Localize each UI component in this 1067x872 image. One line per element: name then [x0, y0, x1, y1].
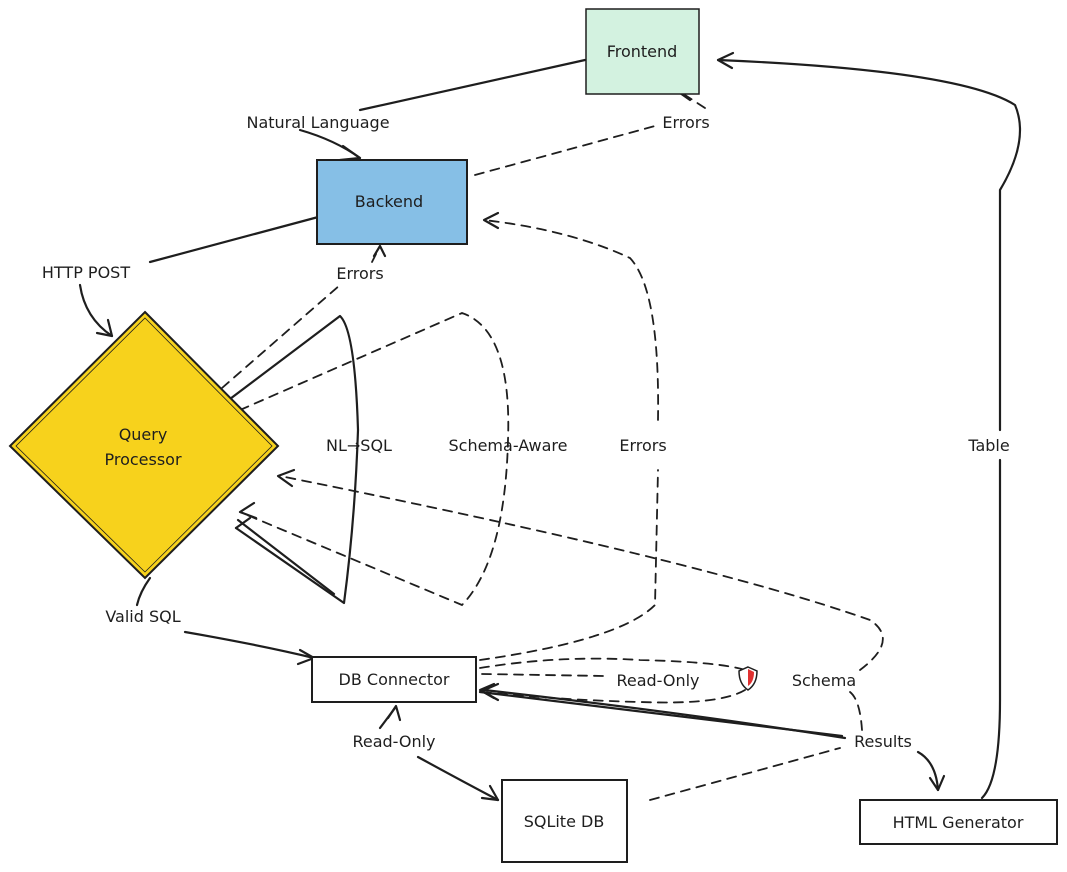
- node-backend[interactable]: Backend: [316, 159, 468, 245]
- edge-nl-to-sql[interactable]: [220, 314, 360, 605]
- edge-schema-aware[interactable]: [238, 312, 510, 607]
- edge-http-post[interactable]: [78, 214, 324, 338]
- label-schema-aware: Schema-Aware: [448, 436, 567, 455]
- node-query-processor[interactable]: Query Processor: [8, 310, 280, 580]
- shield-icon: [738, 666, 758, 691]
- edge-errors-db-backend[interactable]: [479, 211, 660, 661]
- node-sqlite-db-label: SQLite DB: [524, 812, 605, 831]
- edge-natural-language[interactable]: [298, 58, 587, 162]
- label-errors-backend-frontend: Errors: [662, 113, 709, 132]
- label-table: Table: [967, 436, 1009, 455]
- label-natural-language: Natural Language: [246, 113, 389, 132]
- node-frontend[interactable]: Frontend: [585, 8, 700, 95]
- edge-table[interactable]: [716, 51, 1022, 800]
- label-read-only-db: Read-Only: [352, 732, 435, 751]
- node-db-connector-label: DB Connector: [339, 670, 450, 689]
- label-errors-db-backend: Errors: [619, 436, 666, 455]
- label-read-only-self: Read-Only: [616, 671, 699, 690]
- node-html-generator-label: HTML Generator: [893, 813, 1024, 832]
- label-schema: Schema: [792, 671, 856, 690]
- node-db-connector[interactable]: DB Connector: [311, 656, 477, 703]
- label-nl-to-sql: NL→SQL: [326, 436, 392, 455]
- edge-errors-qp-backend[interactable]: [221, 244, 387, 389]
- label-valid-sql: Valid SQL: [105, 607, 180, 626]
- label-results: Results: [854, 732, 912, 751]
- node-backend-label: Backend: [355, 192, 423, 211]
- node-sqlite-db[interactable]: SQLite DB: [501, 779, 628, 863]
- node-html-generator[interactable]: HTML Generator: [859, 799, 1058, 845]
- edge-read-only-db[interactable]: [378, 704, 500, 802]
- node-frontend-label: Frontend: [607, 42, 678, 61]
- node-query-processor-label-line2: Processor: [104, 450, 181, 469]
- label-errors-qp-backend: Errors: [336, 264, 383, 283]
- label-http-post: HTTP POST: [42, 263, 130, 282]
- node-query-processor-label-line1: Query: [119, 425, 168, 444]
- edge-schema[interactable]: [276, 468, 884, 801]
- edge-results[interactable]: [478, 682, 946, 792]
